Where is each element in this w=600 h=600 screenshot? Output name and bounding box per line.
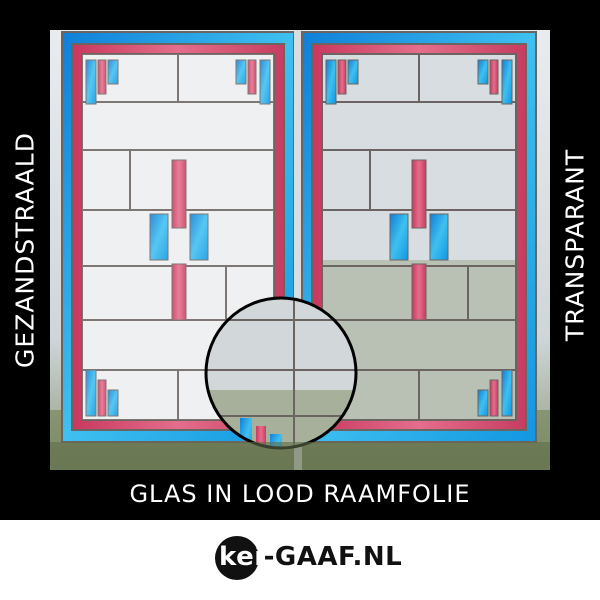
logo-first-part: kei (219, 542, 264, 572)
window-photo (50, 30, 550, 470)
logo-second-part: -GAAF.NL (263, 542, 403, 572)
transparent-label: TRANSPARANT (560, 148, 590, 342)
brand-logo: kei-GAAF.NL (215, 536, 402, 580)
left-panel-frosted (61, 31, 295, 443)
logo-circle-icon (215, 536, 259, 580)
logo-wordmark: kei-GAAF.NL (219, 542, 402, 572)
frosted-label: GEZANDSTRAALD (10, 132, 40, 368)
brand-footer (0, 520, 600, 600)
product-title: GLAS IN LOOD RAAMFOLIE (129, 480, 471, 508)
